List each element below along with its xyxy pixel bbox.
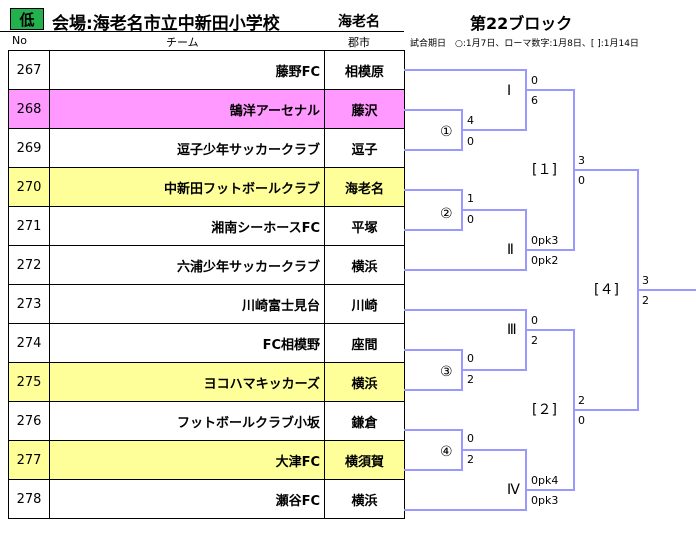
score-final-top: 3 [642, 274, 649, 287]
score-r1-2-bot: 0 [467, 213, 474, 226]
team-city: 横浜 [324, 479, 405, 519]
team-name: 六浦少年サッカークラブ [49, 245, 325, 285]
score-r1-2-top: 1 [467, 192, 474, 205]
score-r3-2-bot: 0 [578, 414, 585, 427]
score-r1-4-top: 0 [467, 432, 474, 445]
team-city: 相模原 [324, 50, 405, 90]
match-label-r3-2: [２] [532, 402, 557, 418]
column-header-no: No [12, 34, 27, 47]
score-r2-4-bot: 0pk3 [531, 494, 558, 507]
score-r2-1-top: 0 [531, 74, 538, 87]
bracket-line-r2-1 [404, 69, 527, 131]
score-r2-2-top: 0pk3 [531, 234, 558, 247]
team-number: 274 [8, 323, 50, 363]
bracket-line-r1-2 [404, 189, 463, 231]
team-name: 瀬谷FC [49, 479, 325, 519]
level-badge: 低 [10, 8, 44, 30]
bracket-line-r2-4 [404, 449, 527, 511]
bracket-line-r2-3 [404, 309, 527, 371]
team-city: 横須賀 [324, 440, 405, 480]
team-number: 275 [8, 362, 50, 402]
score-r1-3-bot: 2 [467, 373, 474, 386]
score-r2-2-bot: 0pk2 [531, 254, 558, 267]
team-city: 川崎 [324, 284, 405, 324]
team-city: 鎌倉 [324, 401, 405, 441]
column-header-team: チーム [166, 36, 199, 49]
team-name: 中新田フットボールクラブ [49, 167, 325, 207]
team-name: フットボールクラブ小坂 [49, 401, 325, 441]
match-label-r2-1: Ⅰ [507, 83, 511, 99]
match-label-final: [４] [594, 282, 619, 298]
score-r2-1-bot: 6 [531, 94, 538, 107]
bracket-line-r1-3 [404, 349, 463, 391]
score-r1-1-top: 4 [467, 114, 474, 127]
schedule-note: 試合期日 ○:1月7日、ローマ数字:1月8日、[ ]:1月14日 [410, 39, 639, 49]
score-final-bot: 2 [642, 294, 649, 307]
column-header-city: 郡市 [348, 36, 370, 49]
block-title: 第22ブロック [470, 14, 573, 33]
match-label-r1-3: ③ [440, 364, 453, 380]
score-r2-3-top: 0 [531, 314, 538, 327]
team-city: 平塚 [324, 206, 405, 246]
score-r3-1-bot: 0 [578, 174, 585, 187]
team-city: 藤沢 [324, 89, 405, 129]
score-r3-2-top: 2 [578, 394, 585, 407]
bracket-line-r1-1 [404, 109, 463, 151]
team-city: 横浜 [324, 362, 405, 402]
match-label-r1-1: ① [440, 124, 453, 140]
match-label-r1-2: ② [440, 206, 453, 222]
match-label-r2-3: Ⅲ [507, 322, 517, 338]
match-label-r3-1: [１] [532, 162, 557, 178]
score-r1-4-bot: 2 [467, 453, 474, 466]
score-r2-3-bot: 2 [531, 334, 538, 347]
score-r1-1-bot: 0 [467, 135, 474, 148]
team-city: 逗子 [324, 128, 405, 168]
match-label-r1-4: ④ [440, 444, 453, 460]
bracket-line-r2-2 [404, 209, 527, 271]
team-name: 鵠洋アーセナル [49, 89, 325, 129]
team-name: 逗子少年サッカークラブ [49, 128, 325, 168]
match-label-r2-4: Ⅳ [507, 482, 520, 498]
header-divider [0, 31, 404, 32]
score-r3-1-top: 3 [578, 154, 585, 167]
team-city: 座間 [324, 323, 405, 363]
venue-title: 会場:海老名市立中新田小学校 [52, 14, 280, 34]
team-name: FC相模野 [49, 323, 325, 363]
score-r1-3-top: 0 [467, 352, 474, 365]
score-r2-4-top: 0pk4 [531, 474, 558, 487]
team-number: 270 [8, 167, 50, 207]
team-name: 藤野FC [49, 50, 325, 90]
venue-city: 海老名 [338, 14, 380, 30]
bracket-line-r1-4 [404, 429, 463, 471]
team-number: 267 [8, 50, 50, 90]
team-number: 272 [8, 245, 50, 285]
team-city: 横浜 [324, 245, 405, 285]
team-name: 川崎富士見台 [49, 284, 325, 324]
team-city: 海老名 [324, 167, 405, 207]
team-number: 268 [8, 89, 50, 129]
team-name: 大津FC [49, 440, 325, 480]
team-number: 271 [8, 206, 50, 246]
match-label-r2-2: Ⅱ [507, 242, 514, 258]
